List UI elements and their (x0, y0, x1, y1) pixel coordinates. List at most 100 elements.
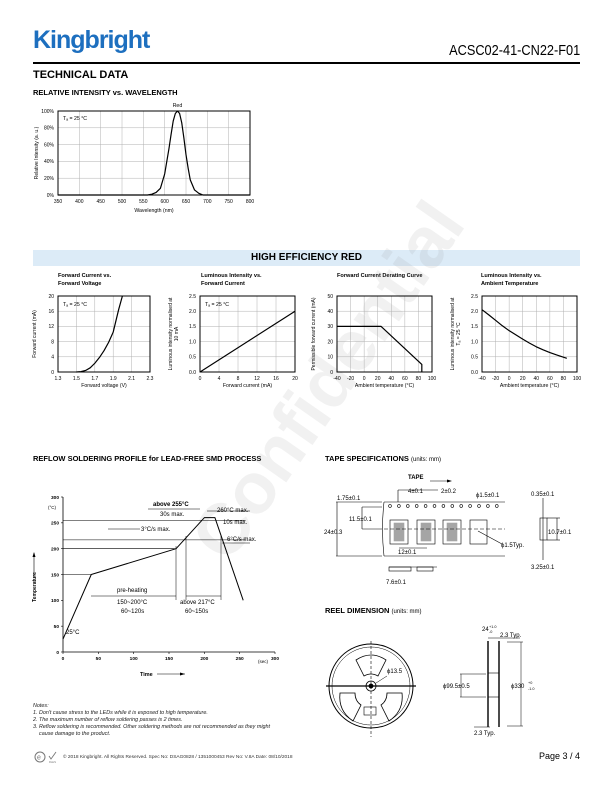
x-tick-label: 150 (165, 656, 173, 662)
x-label-time: Time (140, 672, 153, 678)
x-tick-label: -20 (492, 376, 499, 382)
x-tick-label: 350 (54, 199, 63, 205)
y-tick-label: 1.0 (471, 339, 478, 345)
x-tick-label: 300 (271, 656, 279, 662)
y-axis-label: Relative Intensity (a. u.) (34, 126, 40, 179)
x-tick-label: 20 (292, 376, 298, 382)
dim-hole-typ: ϕ1.5Typ. (501, 543, 524, 549)
y-tick-label: 1.5 (189, 324, 196, 330)
reel-width: 24 (482, 627, 489, 633)
y-tick-label: 50 (327, 294, 333, 300)
x-tick-label: 2.1 (128, 376, 135, 382)
x-tick-label: 2.3 (147, 376, 154, 382)
series-line (337, 325, 423, 372)
sprocket-hole (397, 504, 401, 508)
chart-title-iv: Forward Current vs.Forward Voltage (58, 273, 112, 287)
sprocket-hole (450, 504, 454, 508)
y-tick-label: 20 (327, 339, 333, 345)
dim-hole: ϕ1.5±0.1 (476, 493, 500, 499)
x-tick-label: 400 (75, 199, 84, 205)
y-tick-label: 0 (330, 370, 333, 376)
series-line (76, 295, 123, 373)
x-tick-label: 200 (200, 656, 208, 662)
x-tick-label: 80 (416, 376, 422, 382)
sprocket-hole (468, 504, 472, 508)
band-title: HIGH EFFICIENCY RED (251, 252, 362, 263)
condition-annotation: Tₐ = 25 °C (63, 302, 87, 308)
plot-frame (336, 295, 433, 373)
ann-preheat-temp: 150~200°C (117, 600, 148, 606)
e-mark-icon (34, 751, 46, 763)
x-tick-label: 1.3 (55, 376, 62, 382)
note-item: 2. The maximum number of reflow solderin… (33, 717, 183, 723)
dim-24: 24±0.3 (324, 530, 343, 536)
x-axis-label: Wavelength (nm) (134, 208, 174, 214)
reel-width-tol-plus: +1.0 (489, 625, 497, 629)
dim-10-7: 10.7±0.1 (548, 530, 572, 536)
series-label: Red (173, 103, 183, 109)
condition-annotation: Tₐ = 25 °C (63, 116, 87, 122)
y-tick-label: 1.5 (471, 324, 478, 330)
x-axis-label: Forward voltage (V) (81, 383, 127, 389)
series-line (481, 309, 568, 359)
ann-ramp-down: 6°C/s max. (227, 537, 257, 543)
x-tick-label: 1.9 (110, 376, 117, 382)
plot-frame (57, 295, 151, 373)
y-unit: (°C) (48, 505, 57, 510)
sprocket-hole (423, 504, 428, 508)
x-tick-label: 16 (273, 376, 279, 382)
dim-12: 12±0.1 (398, 550, 417, 556)
reel-outer-dia: ϕ330 (511, 684, 525, 690)
x-tick-label: 60 (402, 376, 408, 382)
reel-outer-tol-plus: +0 (528, 681, 532, 685)
x-tick-label: 600 (160, 199, 169, 205)
sprocket-hole (415, 504, 419, 508)
reel-inner-dia: ϕ99.5±0.5 (443, 684, 470, 690)
x-tick-label: -40 (478, 376, 485, 382)
chart-title-derating: Forward Current Derating Curve (337, 273, 423, 279)
header-divider (33, 62, 580, 64)
notes: Notes: 1. Don't cause stress to the LEDs… (33, 703, 270, 738)
ann-preheat-time: 60~120s (121, 609, 144, 615)
dim-2: 2±0.2 (441, 489, 457, 495)
y-tick-label: 40% (44, 159, 55, 165)
y-tick-label: 80% (44, 126, 55, 132)
y-tick-label: 0.0 (471, 370, 478, 376)
x-tick-label: 12 (254, 376, 260, 382)
x-unit: (sec) (258, 659, 269, 664)
rohs-label: RoHS (49, 760, 56, 764)
sprocket-hole (388, 504, 392, 508)
x-tick-label: 50 (96, 656, 102, 662)
x-axis-label: Ambient temperature (°C) (500, 383, 559, 389)
tape-drawing (336, 480, 560, 572)
kingbright-logo: Kingbright (33, 26, 150, 54)
x-tick-label: 550 (139, 199, 148, 205)
rohs-check-icon (48, 751, 57, 760)
y-tick-label: 20% (44, 176, 55, 182)
y-tick-label: 1.0 (189, 339, 196, 345)
y-tick-label: 2.0 (189, 309, 196, 315)
reflow-heading: REFLOW SOLDERING PROFILE for LEAD-FREE S… (33, 454, 262, 463)
tape-heading: TAPE SPECIFICATIONS (units: mm) (325, 454, 441, 463)
x-axis-label: Forward current (mA) (223, 383, 273, 389)
x-axis-label: Ambient temperature (°C) (355, 383, 414, 389)
y-tick-label: 0.5 (189, 355, 196, 361)
y-tick-label: 16 (48, 309, 54, 315)
notes-title: Notes: (33, 703, 49, 709)
plot-frame (57, 110, 251, 196)
ann-30s: 30s max. (160, 512, 185, 518)
ann-above-217: above 217°C (180, 600, 215, 606)
dim-3-25: 3.25±0.1 (531, 565, 555, 571)
sprocket-hole (477, 504, 481, 508)
dim-0-35: 0.35±0.1 (531, 492, 555, 498)
series-line (58, 110, 250, 196)
y-tick-label: 30 (327, 324, 333, 330)
x-tick-label: 0 (508, 376, 511, 382)
y-tick-label: 2.0 (471, 309, 478, 315)
tape-label: TAPE (408, 475, 424, 481)
series-line (199, 310, 296, 373)
svg-text:e: e (37, 755, 41, 762)
x-tick-label: 8 (237, 376, 240, 382)
